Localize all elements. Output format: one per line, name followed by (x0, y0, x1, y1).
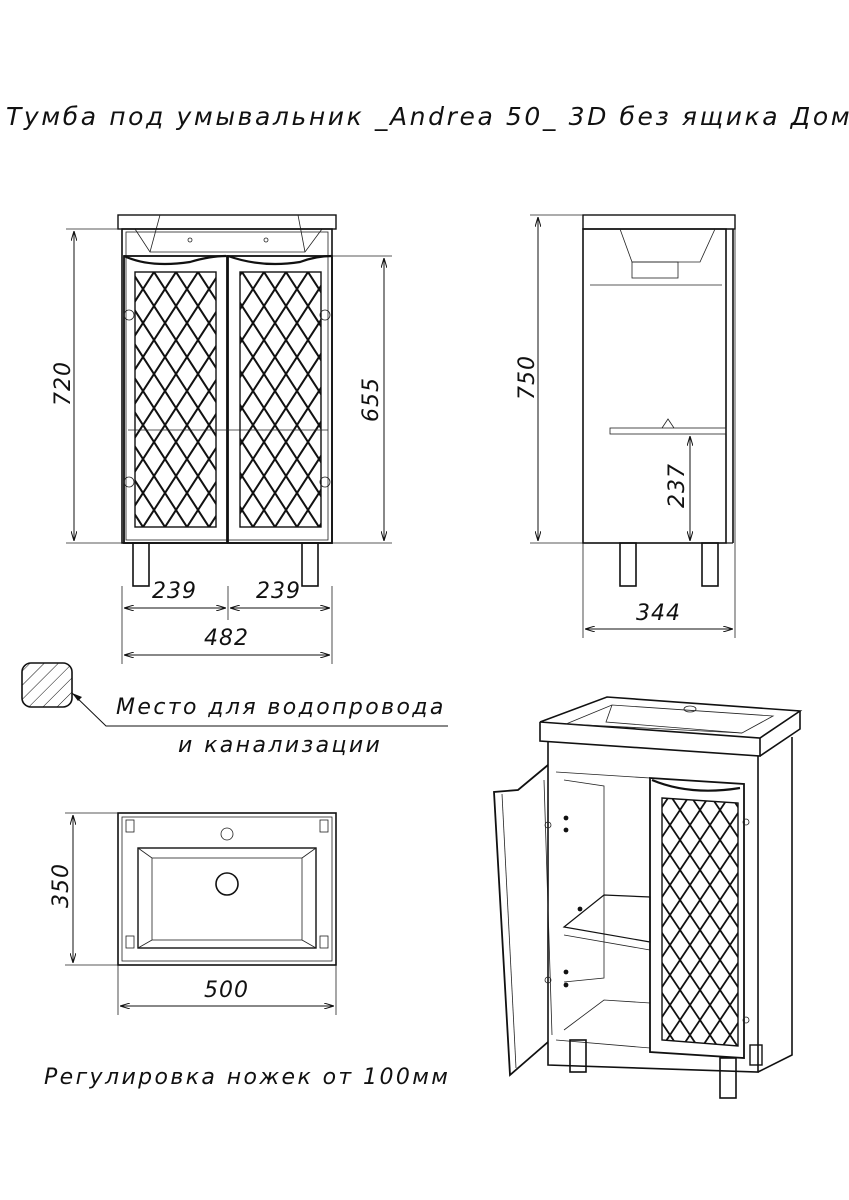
top-view: 350 500 (49, 812, 337, 1015)
plumbing-legend: Место для водопровода и канализации (21, 662, 448, 758)
dim-door-width-left: 239 (152, 579, 197, 604)
dim-side-depth: 344 (636, 601, 681, 626)
perspective-view (493, 696, 803, 1099)
dim-top-width: 500 (204, 978, 249, 1003)
leg-adjustment-note: Регулировка ножек от 100мм (44, 1065, 450, 1090)
hatched-area-symbol (21, 662, 73, 708)
side-view: 750 237 344 (515, 214, 736, 638)
dim-front-height: 720 (51, 361, 76, 406)
legend-line-2: и канализации (178, 733, 382, 758)
drawing-title: Тумба под умывальник _Andrea 50_ 3D без … (6, 102, 849, 131)
dim-door-height: 655 (359, 377, 384, 422)
dim-shelf-height: 237 (665, 463, 690, 508)
dim-top-depth: 350 (49, 863, 74, 908)
dim-door-width-right: 239 (256, 579, 301, 604)
dim-front-width: 482 (204, 626, 249, 651)
legend-line-1: Место для водопровода (116, 695, 446, 720)
dim-side-height: 750 (515, 355, 540, 400)
front-view: 720 655 239 239 482 (51, 214, 392, 664)
